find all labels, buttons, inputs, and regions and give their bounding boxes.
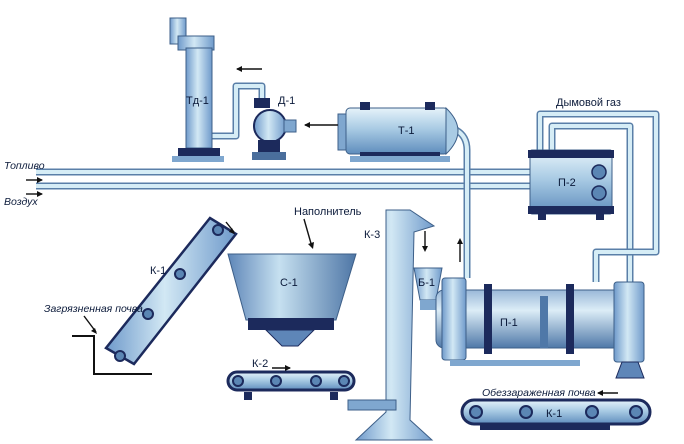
roller-icon: [310, 375, 322, 387]
arrow-icon: [422, 231, 428, 252]
roller-icon: [519, 405, 533, 419]
arrow-icon: [272, 365, 291, 371]
t1-furnace: [337, 102, 459, 162]
smoke-gas-pipe-outer: [548, 122, 634, 282]
label-td1: Тд-1: [186, 95, 209, 107]
k1-bottom-conveyor: [460, 398, 652, 430]
roller-icon: [270, 375, 282, 387]
label-smoke-gas: Дымовой газ: [556, 97, 621, 109]
roller-icon: [212, 224, 224, 236]
p2-exchanger: [528, 149, 614, 220]
roller-icon: [338, 375, 350, 387]
roller-icon: [585, 405, 599, 419]
label-decontaminated-soil: Обеззараженная почва: [482, 387, 596, 399]
flow-arrows: [26, 66, 618, 396]
arrow-icon: [236, 66, 262, 72]
labels: Тд-1 Д-1 Т-1 П-2 Дымовой газ Топливо Воз…: [4, 95, 621, 420]
label-p1: П-1: [500, 317, 518, 329]
p1-rotary-dryer: [435, 277, 645, 379]
arrow-icon: [26, 177, 43, 183]
d1-fan: [252, 98, 297, 160]
label-b1: Б-1: [418, 277, 435, 289]
arrow-icon: [304, 122, 338, 128]
arrow-icon: [457, 238, 463, 262]
td1-stack: [169, 17, 224, 162]
k3-elevator: [347, 209, 436, 441]
arrow-icon: [303, 218, 314, 249]
roller-icon: [174, 268, 186, 280]
label-air: Воздух: [4, 196, 38, 208]
label-t1: Т-1: [398, 125, 415, 137]
roller-icon: [232, 375, 244, 387]
label-k1-left: К-1: [150, 265, 166, 277]
label-k1-bottom: К-1: [546, 408, 562, 420]
label-k3: К-3: [364, 229, 380, 241]
roller-icon: [469, 405, 483, 419]
arrow-icon: [597, 390, 618, 396]
arrow-icon: [83, 315, 97, 334]
label-c1: С-1: [280, 277, 298, 289]
pipe-t1-to-p1: [454, 126, 471, 278]
arrow-icon: [225, 221, 235, 234]
label-fuel: Топливо: [4, 160, 45, 172]
label-contaminated-soil: Загрязненная почва: [44, 303, 143, 315]
roller-icon: [114, 350, 126, 362]
c1-hopper: [227, 253, 357, 347]
label-p2: П-2: [558, 177, 576, 189]
k1-incline-conveyor: [72, 216, 238, 375]
label-filler: Наполнитель: [294, 206, 362, 218]
smoke-gas-pipe-inner: [536, 110, 660, 282]
pipe-d1-to-td1: [212, 82, 266, 140]
arrow-icon: [26, 191, 43, 197]
k2-conveyor: [226, 370, 356, 400]
roller-icon: [629, 405, 643, 419]
label-d1: Д-1: [278, 95, 295, 107]
roller-icon: [142, 308, 154, 320]
label-k2: К-2: [252, 358, 268, 370]
